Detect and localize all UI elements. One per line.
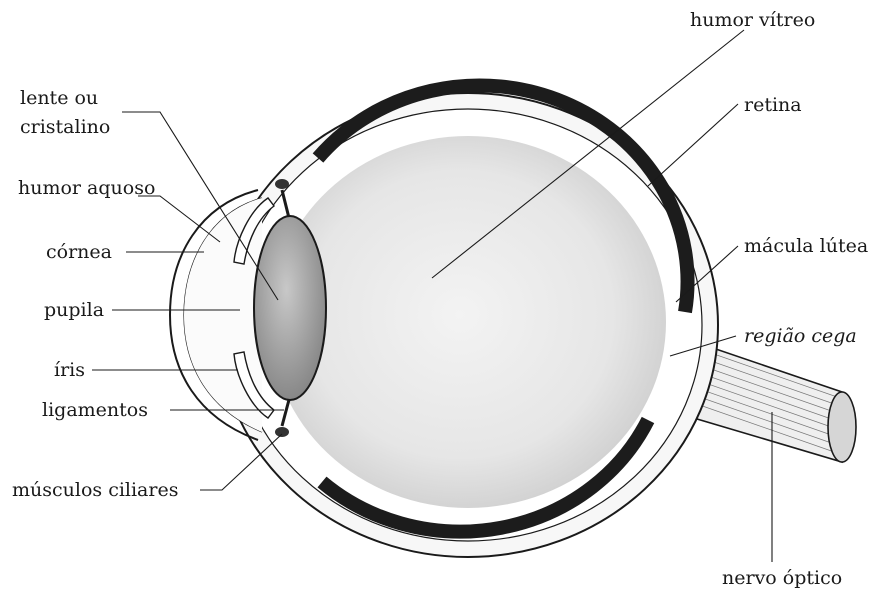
- label-humor-aquoso: humor aquoso: [18, 177, 155, 199]
- optic-nerve-end: [828, 392, 856, 462]
- ciliary-muscle-upper: [275, 179, 289, 189]
- label-lente-line2: cristalino: [20, 116, 110, 138]
- label-humor-vitreo: humor vítreo: [690, 9, 815, 31]
- lens: [254, 216, 326, 400]
- label-cornea: córnea: [46, 241, 112, 263]
- leader-retina: [648, 104, 738, 186]
- label-iris: íris: [54, 359, 85, 381]
- label-pupila: pupila: [44, 299, 104, 321]
- vitreous-body: [270, 136, 666, 508]
- label-lente-line1: lente ou: [20, 87, 98, 109]
- label-ligamentos: ligamentos: [42, 399, 148, 421]
- label-nervo-optico: nervo óptico: [722, 567, 842, 589]
- ciliary-muscle-lower: [275, 427, 289, 437]
- label-retina: retina: [744, 94, 802, 116]
- label-regiao-cega: região cega: [744, 325, 857, 347]
- label-musculos-ciliares: músculos ciliares: [12, 479, 178, 501]
- label-macula-lutea: mácula lútea: [744, 235, 868, 257]
